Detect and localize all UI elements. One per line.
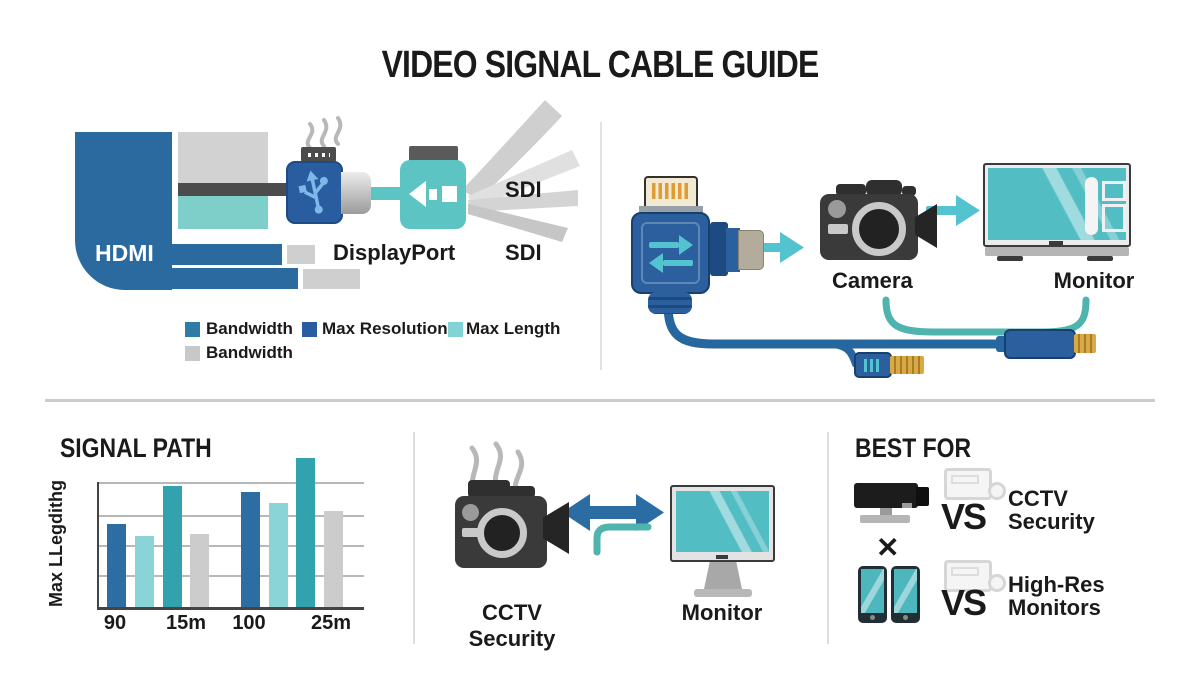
cctv-camera-icon: [455, 480, 575, 576]
gridline: [99, 482, 364, 484]
legend-swatch: [185, 346, 200, 361]
hdmi-bar: [170, 244, 282, 265]
chart-bar: [241, 492, 260, 607]
usb-connector-icon: [1004, 329, 1076, 359]
hdmi-bracket-shape: [75, 132, 172, 290]
usb-plug-icon: [301, 147, 336, 162]
hdmi-plug-band: [639, 206, 703, 214]
grey-block: [178, 132, 268, 183]
hdmi-plug-pins-icon: [644, 176, 698, 208]
camera-label: Camera: [832, 268, 913, 293]
hdmi-connector-icon: [631, 212, 710, 294]
phones-icon: [858, 566, 924, 626]
best-for-row-label: CCTV Security: [1008, 486, 1095, 534]
signal-path-title: SIGNAL PATH: [60, 433, 212, 463]
vertical-divider: [413, 432, 415, 644]
steam-icon: [305, 116, 343, 150]
ghost-monitor-icon: [944, 560, 1008, 600]
bar-chart: [97, 458, 364, 610]
hdmi-bar: [170, 268, 298, 289]
cctv-camera-small-icon: [850, 478, 934, 528]
camera-icon: [818, 180, 938, 264]
monitor-icon: [983, 163, 1133, 263]
ghost-monitor-icon: [944, 468, 1008, 508]
gridline: [99, 515, 364, 517]
legend-swatch: [302, 322, 317, 337]
legend-label: Bandwidth: [206, 319, 293, 338]
legend-swatch: [185, 322, 200, 337]
chart-bar: [324, 511, 343, 607]
cable-strain-relief: [648, 292, 692, 314]
teal-cable-segment: [370, 187, 402, 200]
grey-block: [303, 269, 360, 289]
teal-cable: [882, 296, 1090, 336]
blue-cable: [663, 299, 1013, 368]
vs-label: VS: [941, 582, 987, 623]
x-tick-label: 15m: [165, 612, 207, 634]
page-title: VIDEO SIGNAL CABLE GUIDE: [381, 44, 820, 86]
legend-swatch: [448, 322, 463, 337]
gridline: [99, 575, 364, 577]
sdi-adapter-icon: [400, 160, 466, 229]
grey-block: [287, 245, 315, 264]
x-tick-label: 90: [103, 612, 127, 634]
usb-gold-tip-icon: [890, 356, 924, 374]
legend-label: Max Length: [466, 319, 561, 338]
chart-bar: [163, 486, 182, 607]
adapter-cap-icon: [409, 146, 458, 163]
chart-bar: [269, 503, 288, 607]
x-tick-label: 25m: [310, 612, 352, 634]
cctv-security-label: CCTV Security: [468, 600, 556, 651]
x-separator: ✕: [876, 532, 900, 563]
x-axis-ticks: 90 15m 100 25m: [97, 612, 362, 636]
cable-bar: [178, 183, 293, 196]
usb-connector-icon: [286, 161, 343, 224]
usb-metal-tip-icon: [341, 172, 371, 214]
mini-usb-connector-icon: [854, 352, 892, 378]
sdi-label: SDI: [505, 177, 542, 202]
best-for-row-label: High-Res Monitors: [1008, 572, 1105, 620]
y-axis-label: Max LLegdithg: [46, 480, 66, 608]
chart-bar: [107, 524, 126, 607]
legend-label: Bandwidth: [206, 343, 293, 362]
legend-label: Max Resolution: [322, 319, 448, 338]
monitor-icon: [670, 485, 780, 600]
usb-trident-icon: [298, 170, 328, 214]
vs-label: VS: [941, 496, 987, 537]
feather-fan-icon: [462, 100, 580, 242]
best-for-title: BEST FOR: [855, 433, 972, 463]
chart-bar: [135, 536, 154, 607]
left-arrow-icon: [409, 181, 426, 207]
gridline: [99, 545, 364, 547]
connector-collar: [710, 222, 728, 276]
teal-block: [178, 196, 268, 229]
usb-gold-tip-icon: [1074, 334, 1096, 353]
vertical-divider: [827, 432, 829, 644]
x-tick-label: 100: [232, 612, 266, 634]
chart-bar: [190, 534, 209, 607]
monitor-label: Monitor: [681, 600, 763, 625]
displayport-label: DisplayPort: [333, 240, 456, 265]
teal-hook-cable: [593, 523, 652, 556]
sdi-label: SDI: [505, 240, 542, 265]
monitor-label: Monitor: [1053, 268, 1135, 293]
double-arrow-icon: [562, 494, 664, 531]
horizontal-divider: [45, 399, 1155, 402]
connector-tip-icon: [738, 230, 764, 270]
connector-collar: [726, 228, 740, 272]
vertical-divider: [600, 122, 602, 370]
bidirectional-arrows-icon: [649, 235, 693, 273]
chart-bar: [296, 458, 315, 607]
hdmi-label: HDMI: [95, 240, 154, 266]
